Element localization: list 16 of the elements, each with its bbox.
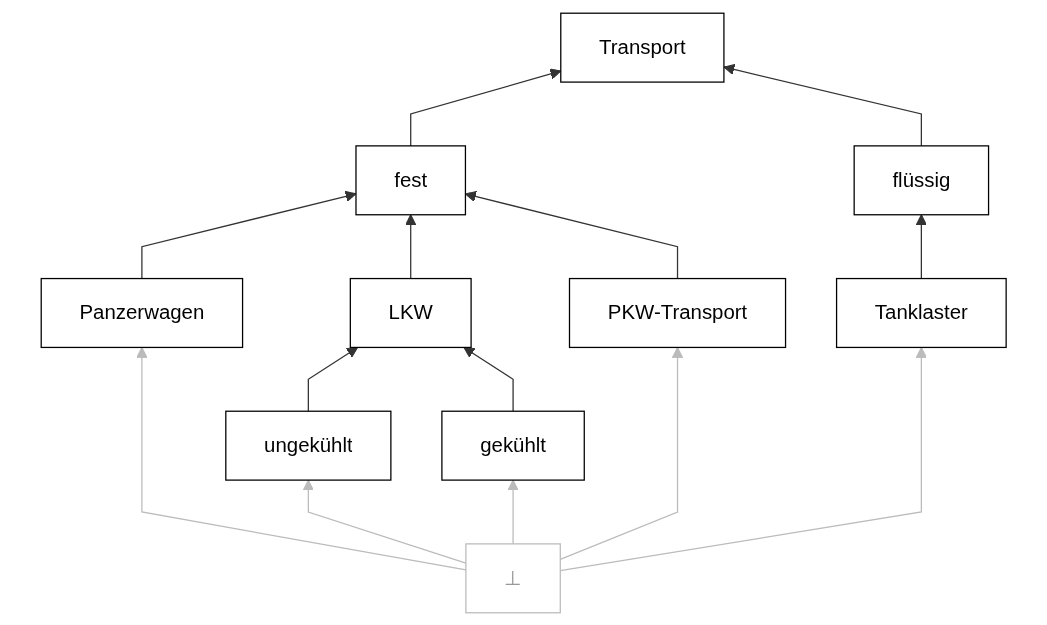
node-box: ⊥ [465, 542, 561, 613]
node-box: LKW [349, 277, 472, 348]
arrow [915, 213, 927, 279]
node-box: fest [355, 144, 466, 215]
arrow [307, 346, 358, 412]
node-box: ungekühlt [225, 410, 392, 481]
node-box: flüssig [853, 144, 989, 215]
node-box: Tanklaster [835, 277, 1007, 348]
node-box: PKW-Transport [568, 277, 786, 348]
arrow [507, 479, 519, 545]
arrow [463, 346, 514, 412]
arrow [723, 63, 922, 146]
node-box: gekühlt [441, 410, 585, 481]
node-box: Transport [559, 12, 725, 83]
arrow [404, 213, 417, 279]
node-box: Panzerwagen [40, 277, 244, 348]
